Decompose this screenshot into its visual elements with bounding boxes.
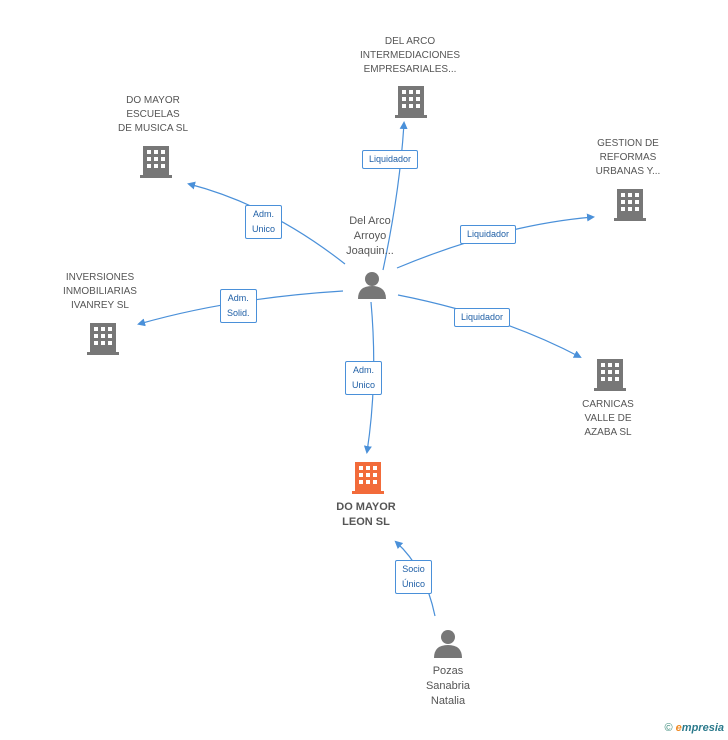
brand-logo-text: mpresia: [681, 722, 724, 734]
node-label-do-mayor-escuelas[interactable]: DO MAYOR ESCUELAS DE MUSICA SL: [117, 95, 189, 134]
edge-label-gestion-reformas[interactable]: Liquidador: [460, 225, 517, 244]
node-label-inversiones[interactable]: INVERSIONES INMOBILIARIAS IVANREY SL: [63, 272, 137, 311]
building-icon: [140, 146, 172, 178]
node-label-pozas[interactable]: Pozas Sanabria Natalia: [425, 665, 471, 707]
node-label-do-mayor-leon[interactable]: DO MAYOR LEON SL: [336, 501, 396, 528]
edge-label-inversiones[interactable]: Adm. Solid.: [220, 289, 257, 323]
node-label-gestion-reformas[interactable]: GESTION DE REFORMAS URBANAS Y...: [595, 138, 661, 177]
brand-logo-e: e: [675, 722, 682, 734]
edge-label-pozas[interactable]: Socio Único: [395, 560, 433, 594]
node-label-carnicas[interactable]: CARNICAS VALLE DE AZABA SL: [582, 399, 634, 438]
building-icon: [594, 359, 626, 391]
edge-label-do-mayor-leon[interactable]: Adm. Unico: [345, 361, 383, 395]
person-icon: [434, 630, 462, 658]
building-icon: [87, 323, 119, 355]
edge-label-del-arco[interactable]: Liquidador: [362, 150, 419, 169]
node-label-center-person[interactable]: Del Arco Arroyo Joaquin...: [346, 215, 394, 257]
copyright-symbol: ©: [664, 722, 673, 734]
footer-watermark: © empresia: [665, 722, 725, 734]
node-label-del-arco[interactable]: DEL ARCO INTERMEDIACIONES EMPRESARIALES.…: [359, 36, 460, 75]
main-building-icon: [352, 462, 384, 494]
edge-label-carnicas[interactable]: Liquidador: [454, 308, 511, 327]
person-icon: [358, 272, 386, 299]
edge-del-arco: [382, 121, 408, 271]
building-icon: [395, 86, 427, 118]
edge-label-do-mayor-escuelas[interactable]: Adm. Unico: [245, 205, 283, 239]
building-icon: [614, 189, 646, 221]
